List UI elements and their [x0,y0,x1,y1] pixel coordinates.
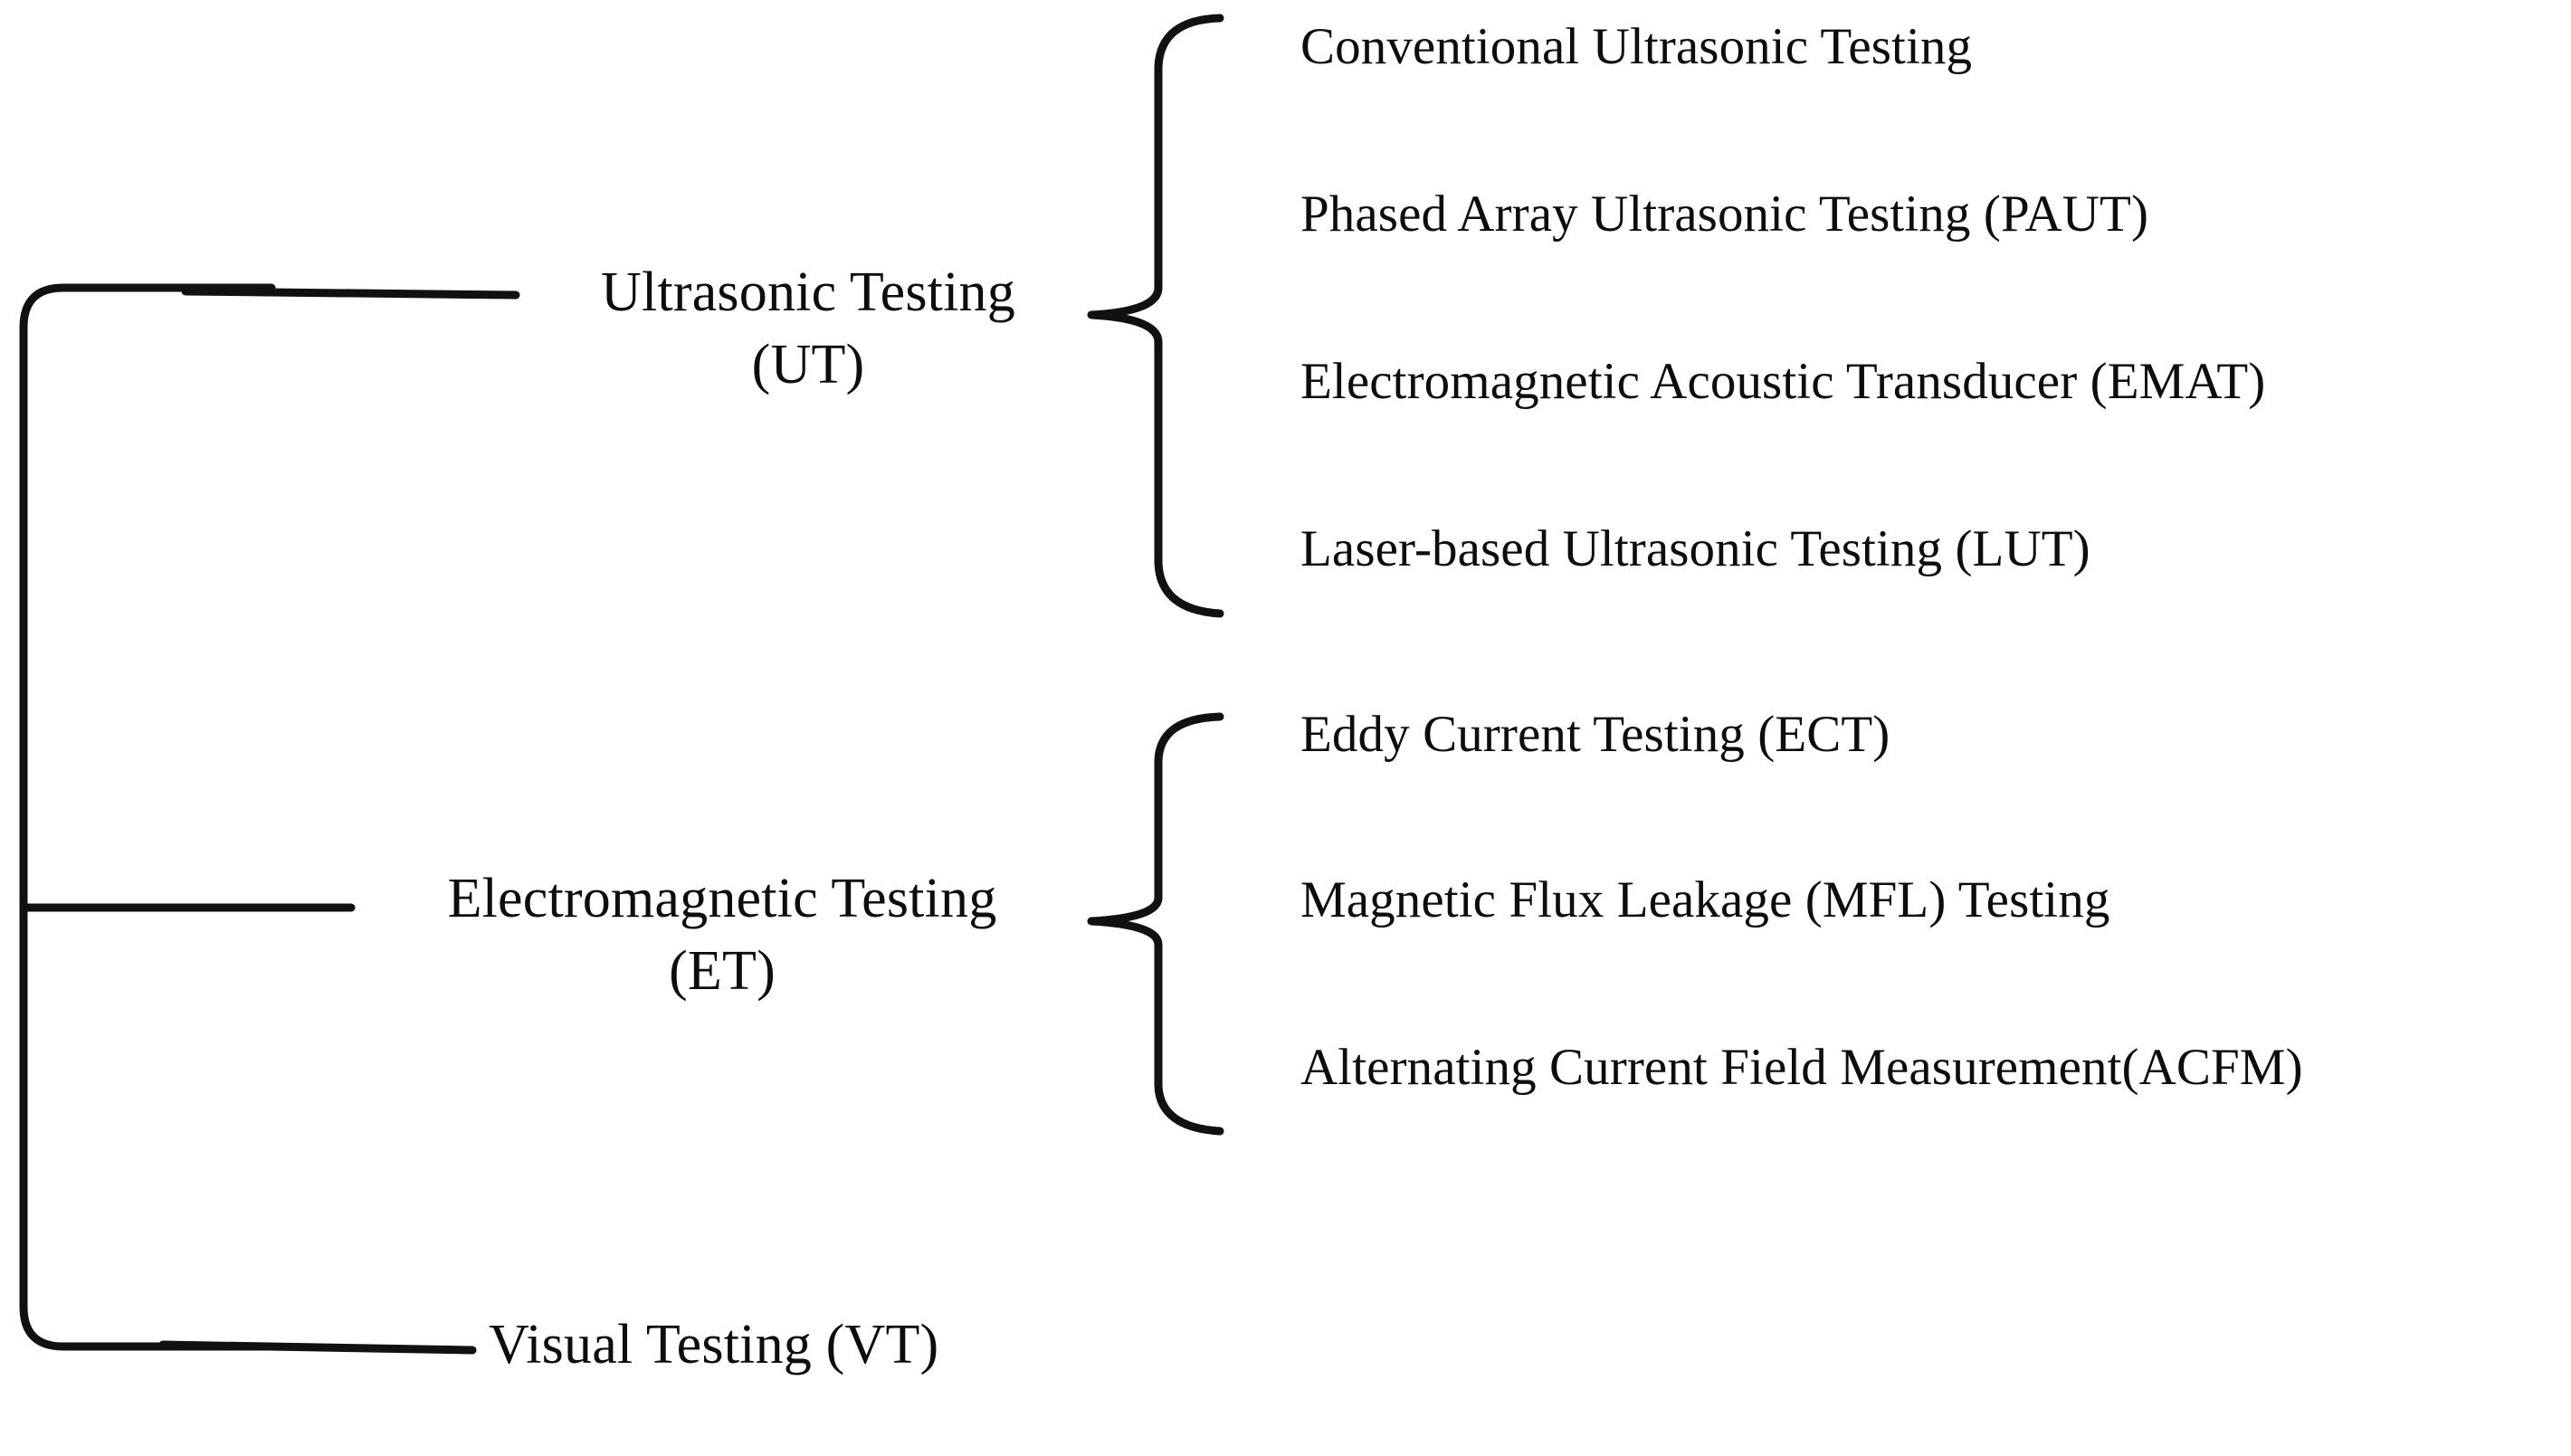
leaf-conventional-ultrasonic-testing: Conventional Ultrasonic Testing [1300,21,1972,72]
leaf-eddy-current-testing: Eddy Current Testing (ECT) [1300,709,1890,760]
leaf-alternating-current-field-measurement: Alternating Current Field Measurement(AC… [1300,1042,2303,1093]
leader-line-visual [158,1340,477,1355]
leaf-label: Alternating Current Field Measurement(AC… [1300,1039,2303,1096]
leaf-electromagnetic-acoustic-transducer: Electromagnetic Acoustic Transducer (EMA… [1300,356,2265,407]
brace-ultrasonic-group [1087,14,1224,618]
leaf-label: Phased Array Ultrasonic Testing (PAUT) [1300,186,2149,243]
brace-electromagnetic-group [1087,712,1224,1136]
branch-label-ultrasonic-testing-line2: (UT) [751,334,865,395]
branch-label-visual-testing-text: Visual Testing (VT) [489,1314,939,1375]
branch-label-ultrasonic-testing: Ultrasonic Testing (UT) [532,264,1084,393]
root-bracket [19,283,276,1351]
leaf-label: Eddy Current Testing (ECT) [1300,706,1890,763]
leaf-phased-array-ultrasonic-testing: Phased Array Ultrasonic Testing (PAUT) [1300,188,2148,240]
leaf-laser-based-ultrasonic-testing: Laser-based Ultrasonic Testing (LUT) [1300,523,2090,575]
leaf-label: Electromagnetic Acoustic Transducer (EMA… [1300,353,2266,410]
branch-label-visual-testing: Visual Testing (VT) [489,1317,938,1373]
branch-label-electromagnetic-testing-line1: Electromagnetic Testing [447,868,997,929]
branch-label-electromagnetic-testing: Electromagnetic Testing (ET) [360,871,1084,999]
leaf-label: Conventional Ultrasonic Testing [1300,18,1973,75]
branch-label-ultrasonic-testing-line1: Ultrasonic Testing [601,262,1015,323]
leader-line-ultrasonic [181,287,520,300]
leaf-label: Magnetic Flux Leakage (MFL) Testing [1300,871,2110,928]
leaf-magnetic-flux-leakage-testing: Magnetic Flux Leakage (MFL) Testing [1300,874,2109,926]
branch-label-electromagnetic-testing-line2: (ET) [669,940,776,1002]
leaf-label: Laser-based Ultrasonic Testing (LUT) [1300,520,2090,577]
